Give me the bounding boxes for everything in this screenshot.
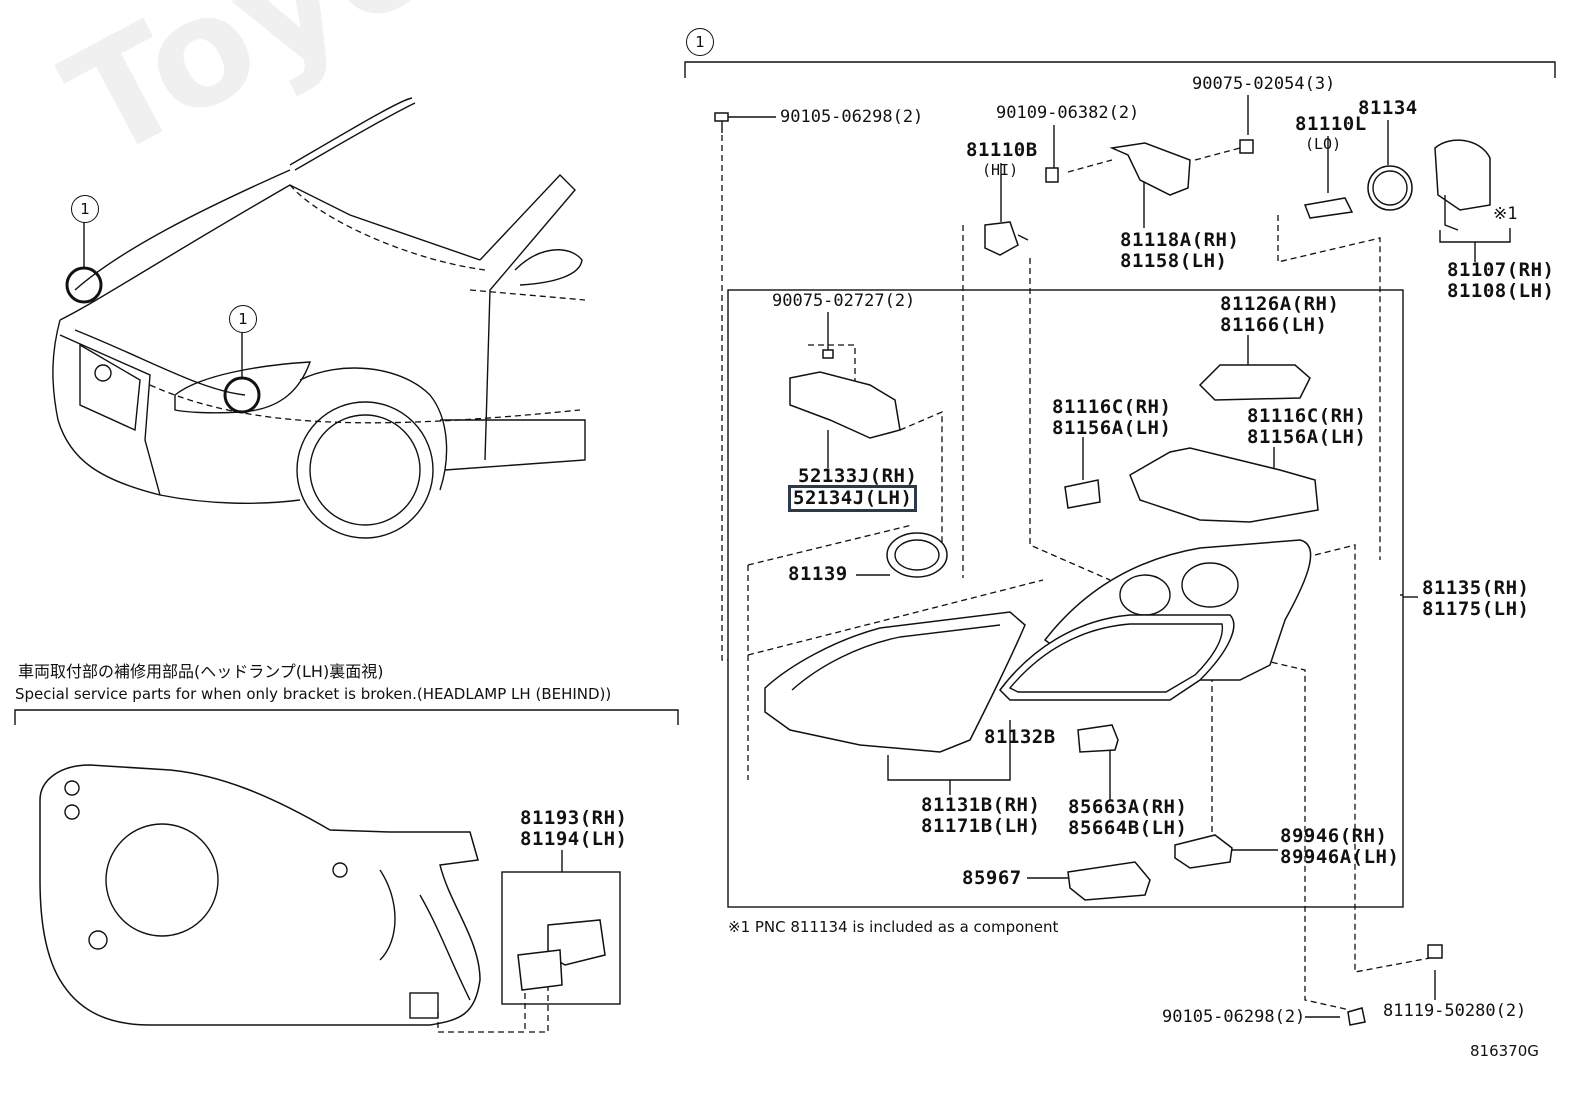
special-section-title-jp: 車両取付部の補修用部品(ヘッドランプ(LH)裏面視) (18, 662, 384, 681)
part-label-85967[interactable]: 85967 (962, 867, 1022, 889)
part-label-90105-06298-bottom[interactable]: 90105-06298(2) (1162, 1007, 1306, 1027)
leader-lines (721, 95, 1511, 1018)
part-label-81107[interactable]: 81107(RH) (1447, 259, 1555, 281)
part-label-85663A[interactable]: 85663A(RH) (1068, 796, 1188, 818)
assembly-frame (727, 289, 1404, 908)
part-label-89946[interactable]: 89946(RH) (1280, 825, 1388, 847)
part-label-90075-02054[interactable]: 90075-02054(3) (1192, 74, 1336, 94)
note-mark: ※1 (1493, 204, 1518, 224)
part-label-81171B[interactable]: 81171B(LH) (921, 815, 1041, 837)
diagram-code: 816370G (1470, 1042, 1539, 1060)
part-label-52134J-highlighted[interactable]: 52134J(LH) (788, 485, 918, 512)
part-label-81108[interactable]: 81108(LH) (1447, 280, 1555, 302)
part-label-81110L-lo: (LO) (1305, 135, 1342, 153)
part-label-81110B-hi: (HI) (982, 161, 1019, 179)
headlamp-behind-view (39, 764, 549, 1033)
special-brackets (517, 919, 606, 991)
part-label-81116C-right[interactable]: 81116C(RH) (1247, 405, 1367, 427)
part-label-81156A-right[interactable]: 81156A(LH) (1247, 426, 1367, 448)
callout-bracket (684, 61, 1556, 78)
car-illustration (52, 97, 586, 539)
part-label-81134[interactable]: 81134 (1358, 97, 1418, 119)
part-label-81110L[interactable]: 81110L (1295, 113, 1367, 135)
part-label-81116C-left[interactable]: 81116C(RH) (1052, 396, 1172, 418)
part-label-81194[interactable]: 81194(LH) (520, 828, 628, 850)
part-label-81166[interactable]: 81166(LH) (1220, 314, 1328, 336)
part-label-81175[interactable]: 81175(LH) (1422, 598, 1530, 620)
component-note: ※1 PNC 811134 is included as a component (728, 918, 1059, 936)
special-parts-box (501, 871, 621, 1005)
special-section-title-en: Special service parts for when only brac… (15, 685, 612, 703)
part-label-90105-06298-top[interactable]: 90105-06298(2) (780, 107, 924, 127)
special-bracket (14, 709, 679, 725)
part-label-81156A-left[interactable]: 81156A(LH) (1052, 417, 1172, 439)
callout-1-marker: 1 (686, 28, 714, 56)
part-label-90075-02727[interactable]: 90075-02727(2) (772, 291, 916, 311)
part-label-52133J[interactable]: 52133J(RH) (798, 465, 918, 487)
part-label-81139[interactable]: 81139 (788, 563, 848, 585)
part-label-81193[interactable]: 81193(RH) (520, 807, 628, 829)
part-label-81131B[interactable]: 81131B(RH) (921, 794, 1041, 816)
part-label-81158[interactable]: 81158(LH) (1120, 250, 1228, 272)
part-label-81119-50280[interactable]: 81119-50280(2) (1383, 1001, 1527, 1021)
callout-1-marker-car-left: 1 (71, 195, 99, 223)
part-label-85664B[interactable]: 85664B(LH) (1068, 817, 1188, 839)
part-label-81110B[interactable]: 81110B (966, 139, 1038, 161)
part-label-89946A[interactable]: 89946A(LH) (1280, 846, 1400, 868)
part-label-81132B[interactable]: 81132B (984, 726, 1056, 748)
part-label-81118A[interactable]: 81118A(RH) (1120, 229, 1240, 251)
part-label-81135[interactable]: 81135(RH) (1422, 577, 1530, 599)
part-label-81126A[interactable]: 81126A(RH) (1220, 293, 1340, 315)
part-drawings (714, 112, 1491, 1026)
part-label-90109-06382[interactable]: 90109-06382(2) (996, 103, 1140, 123)
callout-1-marker-car-right: 1 (229, 305, 257, 333)
